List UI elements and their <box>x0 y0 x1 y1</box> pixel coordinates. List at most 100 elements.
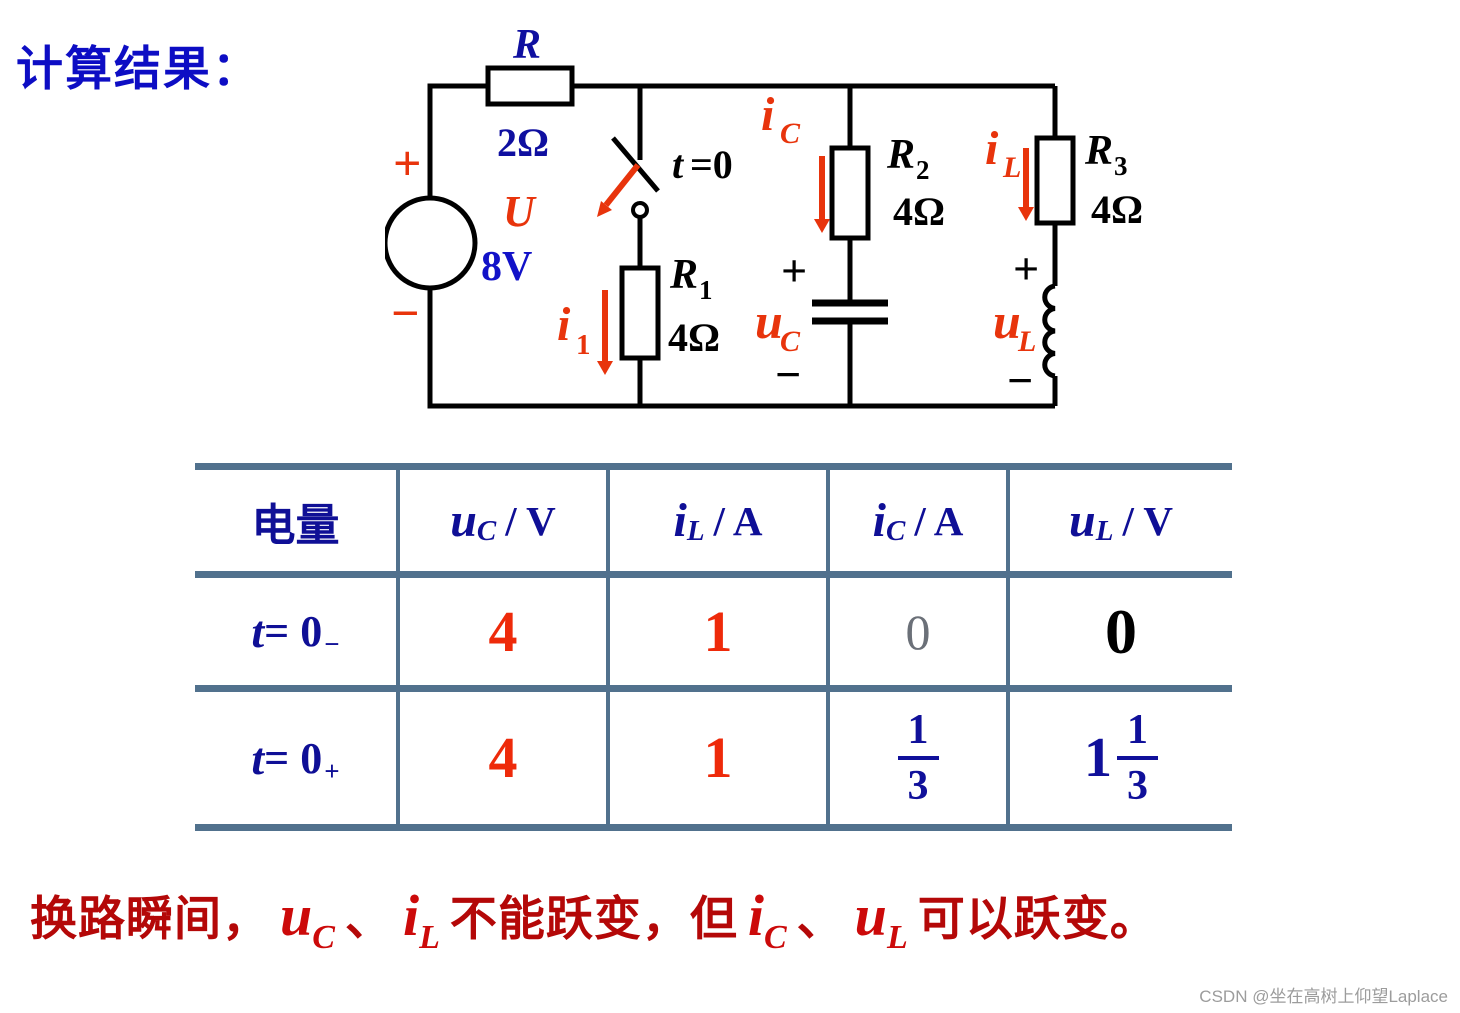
resistor-R3-value: 4Ω <box>1091 187 1143 232</box>
current-ic-label: i <box>761 88 775 141</box>
resistor-R2-label: R <box>886 132 915 178</box>
current-i1-label: i <box>557 298 571 351</box>
voltage-uc-label: u <box>755 293 783 349</box>
voltage-ul-label: u <box>993 293 1021 349</box>
resistor-R-value: 2Ω <box>497 120 549 165</box>
header-il-base: i <box>673 494 687 547</box>
row-0minus-t: t <box>251 606 265 657</box>
row-0minus-ul-value: 0 <box>1105 595 1137 667</box>
header-ul-sub: L <box>1095 515 1114 547</box>
header-uc-base: u <box>450 494 477 547</box>
var-ic-sub: C <box>763 919 787 956</box>
conclusion-var-ul: uL <box>854 882 908 956</box>
voltage-source-symbol <box>385 195 478 291</box>
ic-fraction-denominator: 3 <box>897 756 939 807</box>
conclusion-var-ic: iC <box>747 882 787 956</box>
row-0minus-sub: − <box>324 629 340 659</box>
header-uc-sub: C <box>476 515 497 547</box>
ul-fraction-denominator: 3 <box>1117 756 1158 807</box>
row-0plus-uc-cell: 4 <box>400 692 610 824</box>
row-0plus-il-value: 1 <box>703 725 733 790</box>
conclusion: 换路瞬间， uC 、 iL 不能跃变，但 iC 、 uL 可以跃变。 <box>30 880 1444 956</box>
resistor-R1-value: 4Ω <box>668 315 720 360</box>
row-0minus-uc-value: 4 <box>488 598 518 664</box>
resistor-R-box <box>485 65 575 107</box>
current-i1-sub: 1 <box>576 329 591 361</box>
current-il-sub: L <box>1002 151 1021 184</box>
current-il-label: i <box>985 122 999 175</box>
resistor-R3-box <box>1034 135 1076 226</box>
conclusion-seg2: 不能跃变，但 <box>449 892 738 945</box>
current-arrow-il <box>1018 148 1034 221</box>
header-ic-base: i <box>872 494 886 547</box>
switch-contact <box>631 201 649 219</box>
current-ic-sub: C <box>780 117 801 150</box>
conclusion-seg3: 可以跃变。 <box>917 892 1158 945</box>
voltage-ul-sub: L <box>1017 325 1036 358</box>
ul-minus-sign: − <box>1007 355 1033 406</box>
resistor-R3-sub: 3 <box>1114 151 1128 181</box>
circuit-wires <box>427 83 1058 409</box>
source-minus-sign: − <box>391 285 420 341</box>
row-0minus-il-value: 1 <box>703 598 733 664</box>
header-ul-unit: / V <box>1122 497 1173 544</box>
var-ic-base: i <box>747 883 764 948</box>
conclusion-seg1: 换路瞬间， <box>30 892 270 945</box>
resistor-R2-value: 4Ω <box>893 189 945 234</box>
circuit-diagram: + − U 8V R 2Ω t =0 R 1 4Ω i 1 i C R 2 4Ω… <box>385 22 1143 409</box>
row-0minus-eq: = 0 <box>264 607 323 656</box>
header-ul-base: u <box>1069 494 1096 547</box>
switch-time-t: t <box>672 142 685 187</box>
row-0plus-t: t <box>251 732 265 784</box>
page-title: 计算结果： <box>16 42 261 95</box>
header-quantity-label: 电量 <box>251 500 340 550</box>
resistor-R1-sub: 1 <box>699 275 713 305</box>
switch-action-arrow <box>597 163 641 217</box>
row-0plus-ul-cell: 1 1 3 <box>1010 692 1232 824</box>
resistor-R3-label: R <box>1084 128 1113 174</box>
conclusion-sep1: 、 <box>344 892 393 945</box>
var-ul-sub: L <box>886 919 908 956</box>
header-il-unit: / A <box>713 497 763 544</box>
row-0minus-ic-cell: 0 <box>830 578 1010 692</box>
conclusion-var-uc: uC <box>280 882 335 956</box>
row-0plus-eq: = 0 <box>264 733 323 783</box>
source-value-label: 8V <box>481 244 532 290</box>
resistor-R2-sub: 2 <box>916 155 930 185</box>
switch-time-eq: =0 <box>690 142 733 187</box>
ul-mixed-fraction: 1 3 <box>1117 709 1158 807</box>
capacitor-symbol <box>812 299 888 325</box>
row-0minus-il-cell: 1 <box>610 578 830 692</box>
row-0plus-il-cell: 1 <box>610 692 830 824</box>
inductor-symbol <box>1042 283 1056 379</box>
current-arrow-ic <box>814 156 830 233</box>
header-ic-unit: / A <box>914 497 964 544</box>
row-0plus-sub: + <box>324 755 340 786</box>
var-il-base: i <box>402 883 420 948</box>
source-U-label: U <box>503 187 537 236</box>
conclusion-var-il: iL <box>402 882 440 956</box>
resistor-R1-label: R <box>669 252 698 298</box>
row-0plus-uc-value: 4 <box>488 725 518 790</box>
row-0plus-ic-cell: 1 3 <box>830 692 1010 824</box>
var-il-sub: L <box>419 919 440 956</box>
resistor-R1-box <box>619 265 661 361</box>
conclusion-sep2: 、 <box>796 892 845 945</box>
row-0minus-uc-cell: 4 <box>400 578 610 692</box>
header-cell-quantity: 电量 <box>195 470 400 578</box>
row-0minus-ul-cell: 0 <box>1010 578 1232 692</box>
row-0plus-ic-fraction: 1 3 <box>897 709 939 807</box>
var-ul-base: u <box>854 883 887 948</box>
resistor-R2-box <box>829 145 871 241</box>
uc-plus-sign: + <box>781 245 807 296</box>
var-uc-base: u <box>280 883 313 948</box>
row-0plus-ul-mixed-number: 1 1 3 <box>1084 709 1158 807</box>
row-0minus-ic-value: 0 <box>905 603 931 660</box>
var-uc-sub: C <box>312 919 335 956</box>
resistor-R-label: R <box>512 22 541 68</box>
